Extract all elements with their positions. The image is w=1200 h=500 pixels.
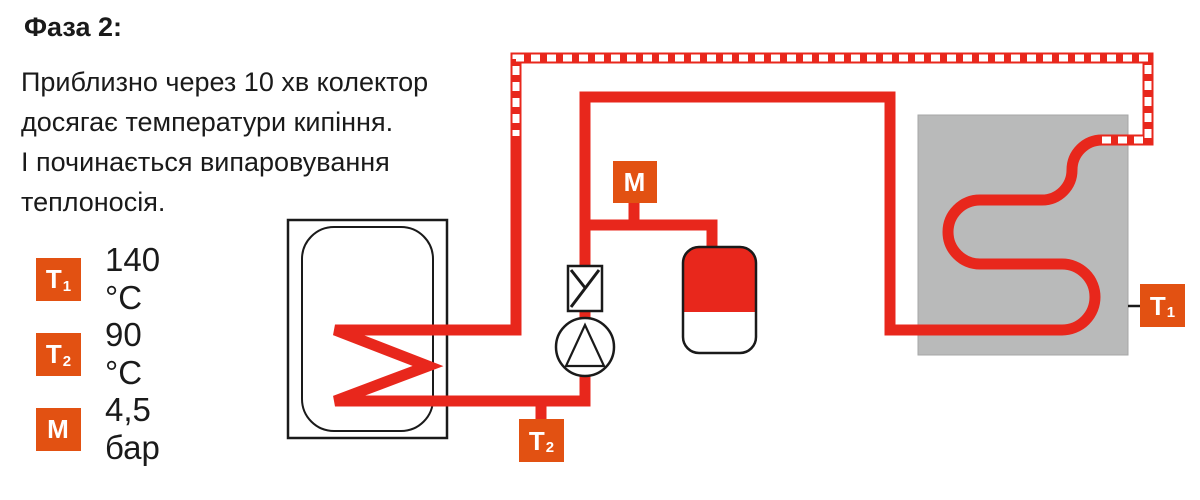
- t2-badge-sub: 2: [62, 352, 72, 370]
- description-line-2: досягає температури кипіння.: [21, 107, 394, 137]
- expansion-vessel-icon: [681, 245, 758, 355]
- manometer-letter: M: [623, 167, 646, 197]
- m-badge: M: [36, 407, 81, 451]
- vessel-outline: [681, 245, 758, 355]
- steam-pipe-dashed: [510, 52, 1154, 146]
- description: Приблизно через 10 хв колектор досягає т…: [21, 62, 521, 222]
- circulation-pump-icon: [554, 316, 616, 378]
- t2-badge-letter: T: [45, 339, 62, 369]
- t1-badge-letter: T: [45, 264, 62, 294]
- flow-pipe: [333, 91, 1103, 407]
- pump-impeller-triangle: [564, 322, 606, 368]
- t1-badge-sub: 1: [62, 277, 72, 295]
- expansion-branch-pipe: [585, 198, 718, 250]
- manometer-badge: M: [613, 161, 657, 203]
- description-line-4: теплоносія.: [21, 187, 166, 217]
- t2-sensor-letter: T: [528, 425, 545, 456]
- t2-sensor-sub: 2: [545, 439, 555, 456]
- description-line-3: І починається випаровування: [21, 147, 390, 177]
- check-valve-icon: [566, 264, 604, 313]
- t2-value: 90 °C: [105, 316, 143, 391]
- phase-title: Фаза 2:: [24, 12, 122, 42]
- t1-value: 140 °C: [105, 241, 161, 316]
- t1-sensor-sub: 1: [1166, 304, 1176, 321]
- check-valve-seat: [569, 269, 588, 290]
- legend-row-m: M 4,5 бар: [36, 391, 160, 467]
- steam-pipe-dashes: [512, 54, 1152, 144]
- vessel-gas-side: [683, 247, 756, 312]
- m-value: 4,5 бар: [105, 391, 160, 466]
- m-badge-letter: M: [47, 414, 69, 444]
- description-line-1: Приблизно через 10 хв колектор: [21, 67, 429, 97]
- t1-sensor-letter: T: [1149, 290, 1166, 321]
